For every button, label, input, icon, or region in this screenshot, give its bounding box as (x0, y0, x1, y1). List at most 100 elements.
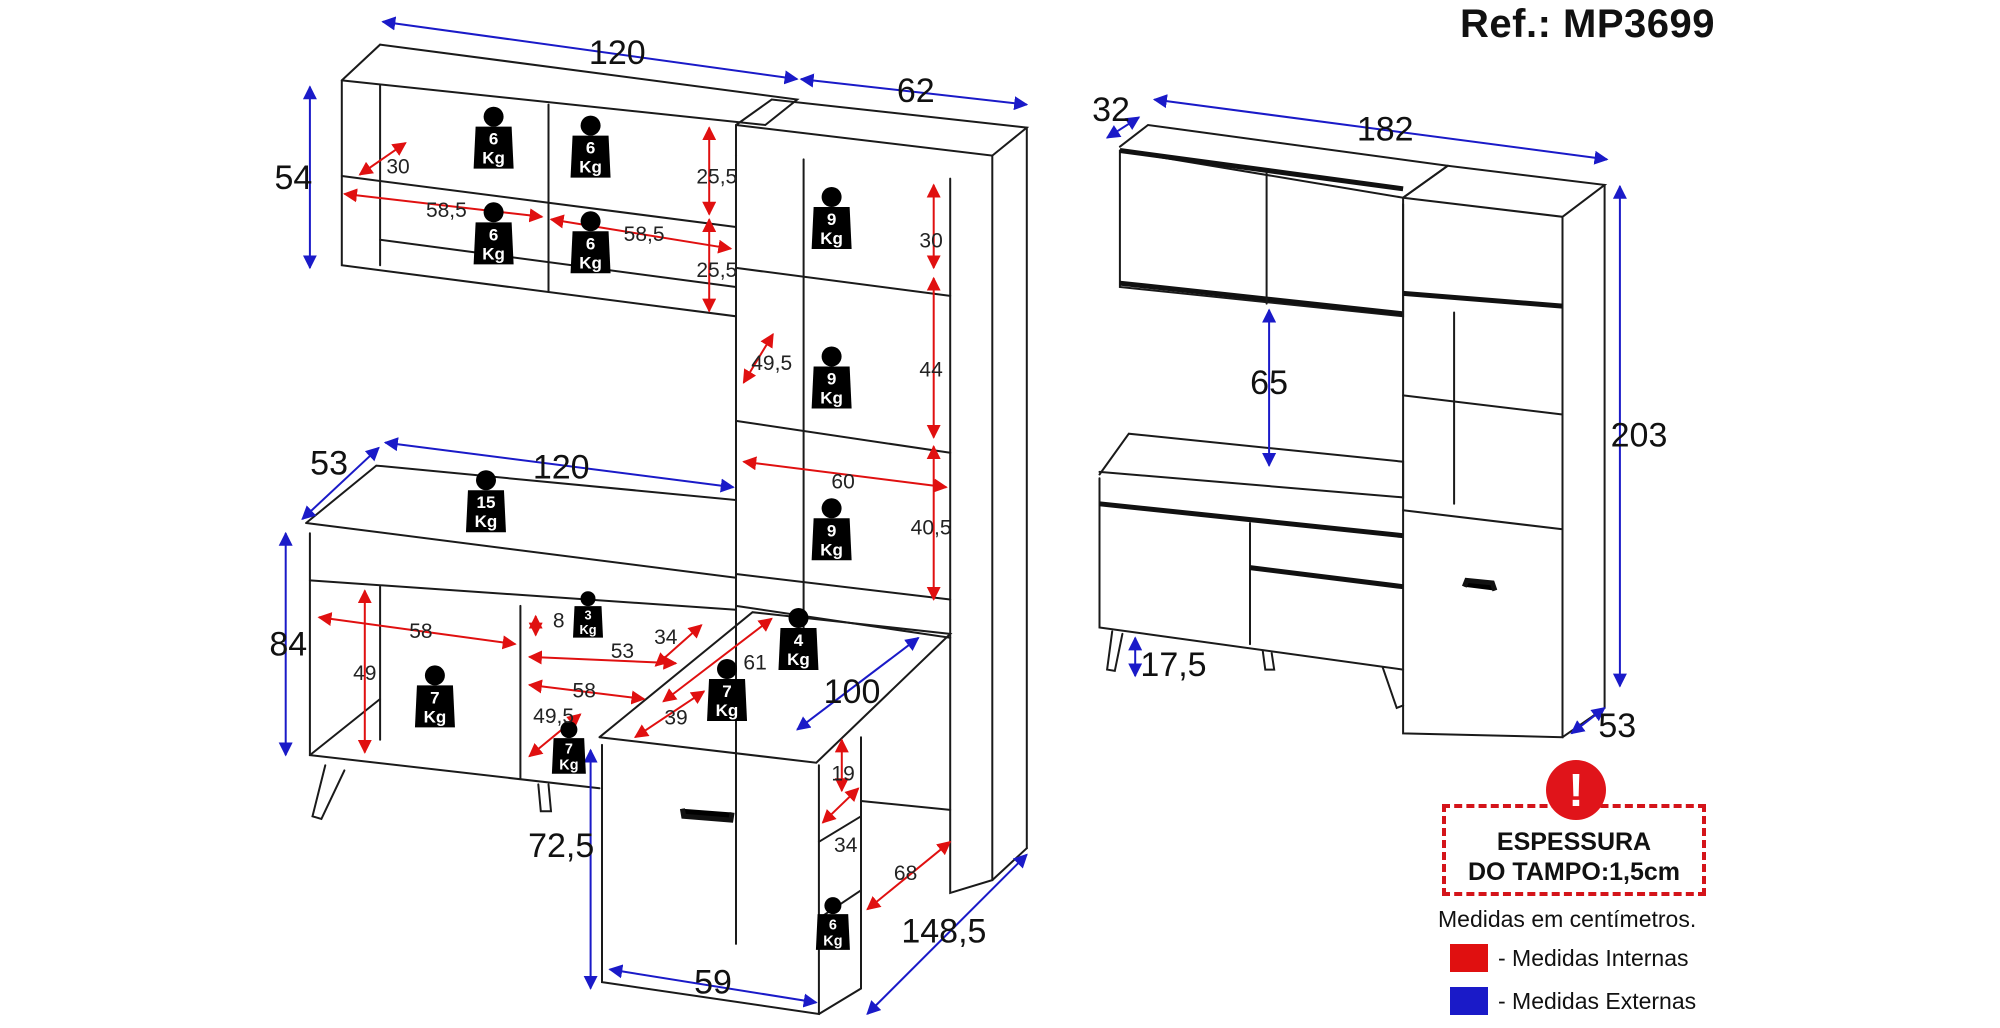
legend-external: - Medidas Externas (1450, 986, 1696, 1016)
weight-tag: 6Kg (815, 897, 850, 950)
internal-dimension-label: 30 (919, 229, 942, 252)
legend-swatch-internal (1450, 944, 1488, 972)
weight-tag-ring-icon (560, 721, 578, 739)
weight-tag: 7Kg (414, 665, 455, 728)
external-dimension-line (1152, 94, 1609, 165)
internal-dimension-label: 60 (831, 471, 854, 494)
external-dimension-line (383, 437, 735, 493)
assembled-upper-top-edge (1119, 148, 1404, 192)
weight-value: 9 (827, 370, 836, 389)
weight-tag-ring-icon (717, 659, 737, 679)
external-dimension-label: 72,5 (528, 827, 594, 865)
external-dimension-line (1105, 116, 1141, 139)
weight-tag: 6Kg (473, 106, 514, 169)
internal-dimension-label: 58 (573, 680, 596, 703)
internal-dimension-line (549, 214, 733, 254)
tower-shelf-1 (735, 266, 952, 297)
weight-unit: Kg (482, 244, 505, 263)
weight-tag: 4Kg (778, 608, 819, 670)
assembled-upper-bottom-edge (1119, 280, 1404, 317)
weight-unit: Kg (579, 158, 602, 177)
upper-cabinet-shelf (340, 175, 737, 228)
base-top (305, 464, 737, 579)
external-dimension-label: 120 (589, 34, 646, 72)
external-dimension-label: 53 (310, 445, 348, 483)
internal-dimension-label: 68 (894, 862, 917, 885)
external-dimension-label: 53 (1598, 707, 1636, 745)
internal-dimension-label: 8 (553, 610, 565, 633)
internal-dimension-label: 58,5 (624, 223, 665, 246)
weight-tag-ring-icon (483, 106, 504, 127)
external-dimension-label: 62 (897, 72, 935, 110)
weight-tag-body-icon (473, 222, 514, 265)
weight-tag-ring-icon (788, 608, 809, 628)
weight-unit: Kg (482, 149, 505, 168)
external-dimension-label: 17,5 (1140, 646, 1206, 684)
base-drawer-line (308, 579, 737, 611)
internal-dimension-line (528, 713, 582, 758)
assembled-leg-3 (1381, 666, 1405, 710)
dimension-lines (278, 16, 1627, 1015)
upper-cabinet-top (340, 43, 800, 127)
external-dimension-line (799, 73, 1029, 111)
exclamation-circle-icon: ! (1546, 760, 1606, 820)
assembled-tower-flap-edge (1402, 290, 1563, 309)
weight-unit: Kg (579, 253, 602, 272)
weight-tag-body-icon (551, 738, 586, 774)
weight-tag-body-icon (707, 678, 748, 721)
weight-tag: 6Kg (473, 202, 514, 265)
weight-unit: Kg (579, 622, 596, 637)
legend-swatch-external (1450, 987, 1488, 1015)
tower-shelf-3 (735, 573, 952, 601)
assembled-tower-shelf-2 (1402, 509, 1564, 531)
internal-dimension-label: 39 (664, 707, 687, 730)
weight-tag-ring-icon (821, 498, 842, 519)
internal-dimension-label: 19 (831, 763, 854, 786)
weight-value: 6 (586, 139, 595, 158)
assembled-base-drawer2-edge (1249, 565, 1404, 590)
weight-value: 7 (722, 682, 731, 701)
base-bottom-diag (308, 698, 382, 757)
weight-tag: 9Kg (811, 187, 852, 250)
weight-tag-ring-icon (483, 202, 504, 223)
external-dimension-line (608, 964, 818, 1008)
weight-tags: 6Kg6Kg6Kg6Kg9Kg9Kg9Kg15Kg3Kg7Kg7Kg4Kg7Kg… (414, 106, 852, 950)
weight-unit: Kg (559, 758, 578, 774)
weight-tag-ring-icon (580, 211, 601, 232)
external-dimension-line (301, 446, 380, 521)
weight-value: 3 (584, 608, 591, 623)
internal-dimension-label: 34 (654, 626, 678, 649)
external-dimension-label: 32 (1092, 91, 1130, 129)
external-dimension-label: 120 (533, 448, 590, 486)
furniture-outlines (305, 43, 1608, 1016)
weight-tag-body-icon (811, 518, 852, 561)
external-dimension-label: 65 (1250, 364, 1288, 402)
assembled-base-drawer-edge (1099, 501, 1404, 539)
desk-side (817, 736, 862, 1015)
weight-tag-ring-icon (424, 665, 445, 686)
weight-tag-ring-icon (580, 591, 596, 607)
weight-unit: Kg (823, 934, 842, 950)
internal-dimension-line (742, 456, 948, 493)
weight-tag-body-icon (815, 914, 850, 950)
weight-value: 15 (477, 493, 496, 512)
weight-tag-body-icon (570, 231, 611, 274)
internal-dimension-label: 25,5 (696, 259, 737, 282)
internal-dimension-line (634, 690, 706, 739)
weight-value: 7 (565, 741, 573, 757)
weight-tag-body-icon (811, 366, 852, 409)
internal-dimension-label: 49 (353, 662, 376, 685)
weight-tag-body-icon (570, 135, 611, 178)
internal-dimension-line (866, 840, 952, 911)
internal-dimension-label: 49,5 (751, 352, 792, 375)
warning-text-line2: DO TAMPO:1,5cm (1467, 858, 1681, 886)
external-dimension-line (1570, 707, 1606, 735)
weight-tag: 9Kg (811, 498, 852, 561)
weight-tag: 7Kg (551, 721, 586, 774)
internal-dimension-label: 61 (743, 652, 766, 675)
weight-tag-ring-icon (824, 897, 842, 915)
weight-tag-body-icon (778, 627, 819, 670)
internal-dimension-line (358, 142, 407, 176)
base-leg-right (537, 783, 553, 813)
